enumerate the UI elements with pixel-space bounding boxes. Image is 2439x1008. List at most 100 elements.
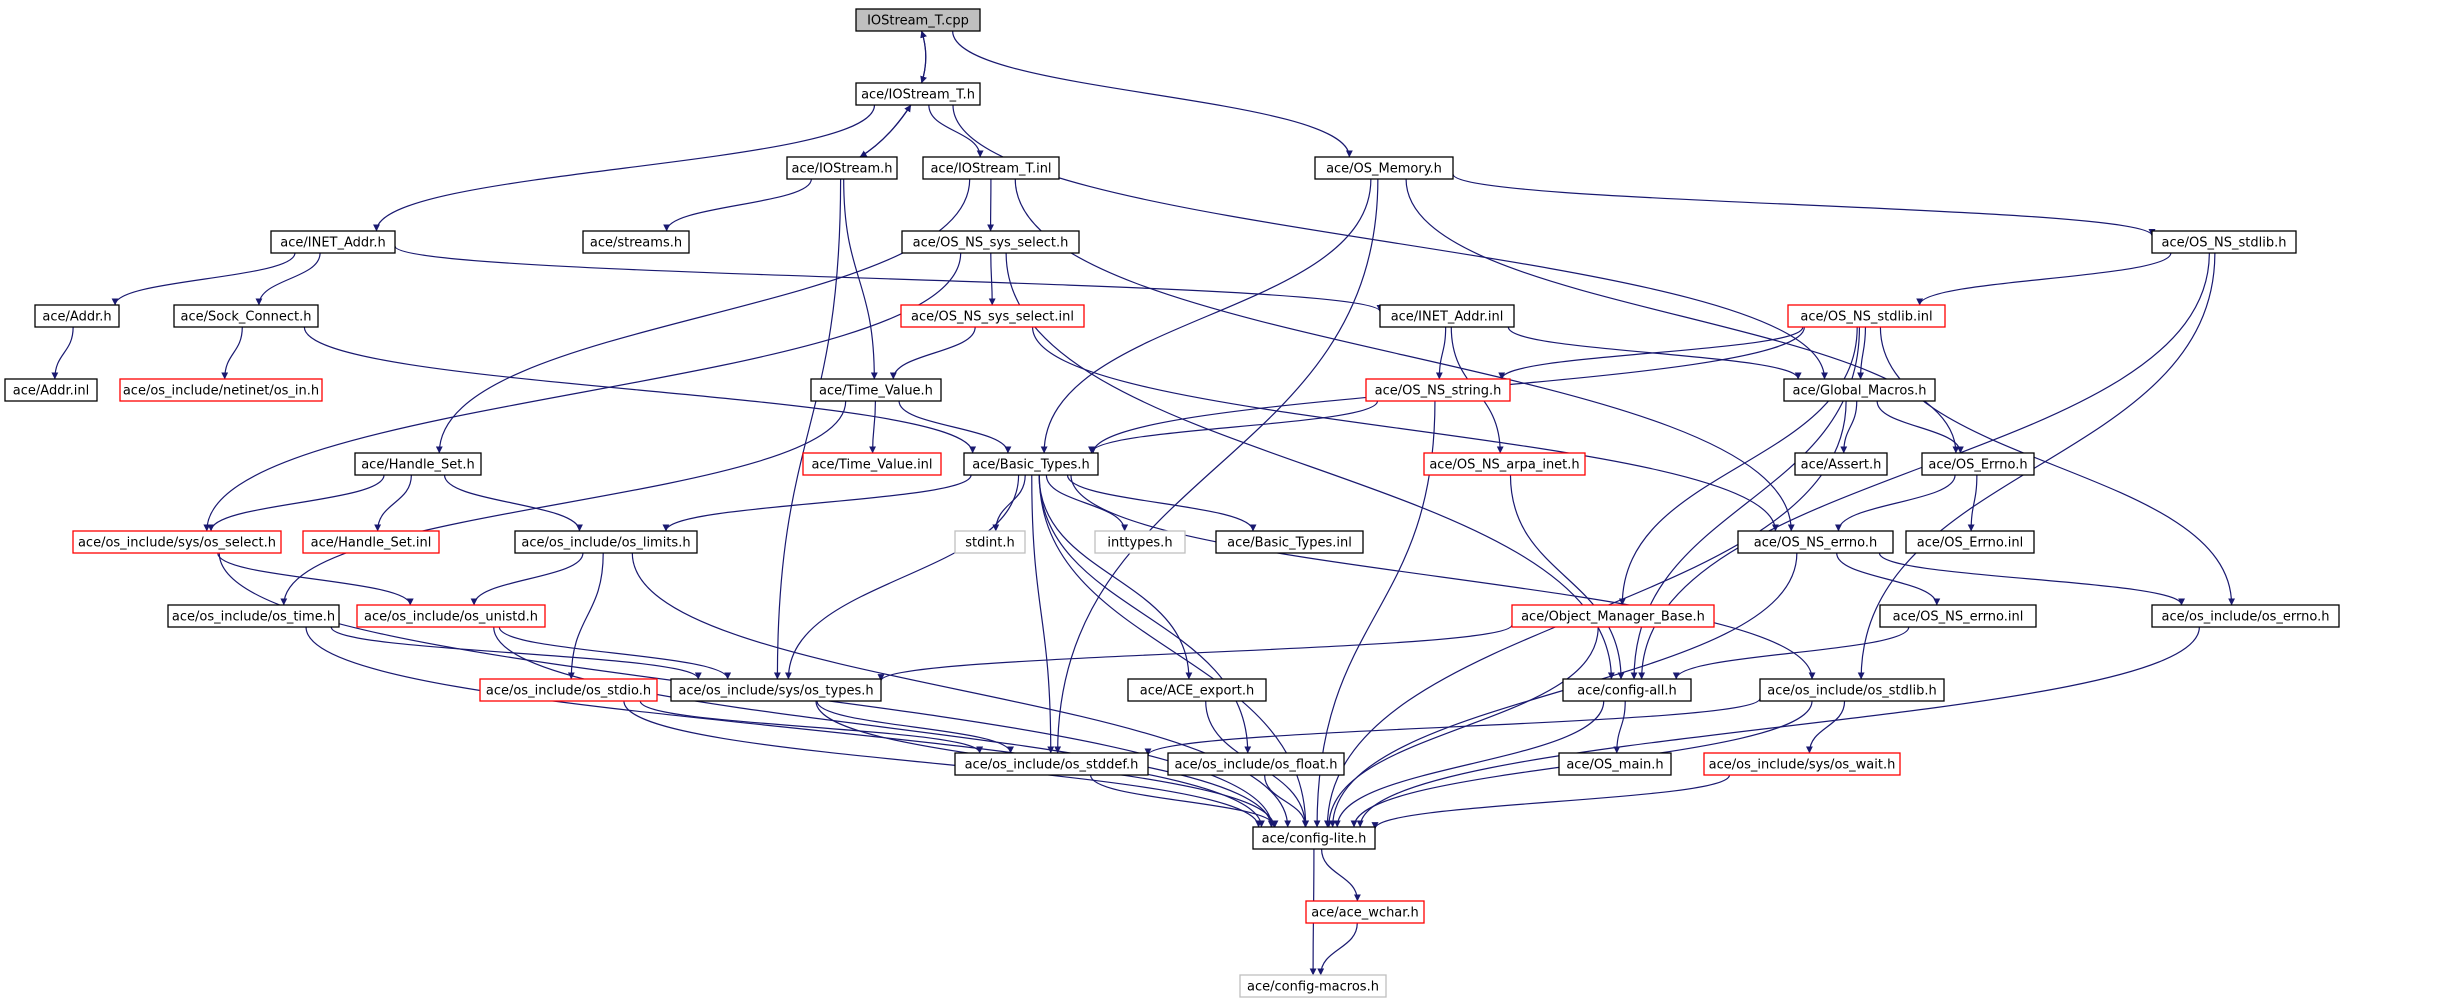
node-ace-os-ns-errno-h[interactable]: ace/OS_NS_errno.h [1737, 530, 1894, 554]
node-ace-os-memory-h[interactable]: ace/OS_Memory.h [1314, 156, 1454, 180]
edge-sys_os_wait-to-config_lite [1371, 774, 1731, 830]
node-ace-os-include-os-limits-h[interactable]: ace/os_include/os_limits.h [514, 530, 698, 554]
edge-os_errno_h-to-os_ns_errno_h [1834, 474, 1956, 532]
node-ace-addr-h[interactable]: ace/Addr.h [34, 304, 120, 328]
node-box [1511, 604, 1715, 628]
node-inttypes-h[interactable]: inttypes.h [1094, 530, 1186, 554]
node-label: ace/IOStream.h [792, 162, 893, 177]
node-ace-os-include-os-unistd-h[interactable]: ace/os_include/os_unistd.h [356, 604, 546, 628]
node-ace-os-main-h[interactable]: ace/OS_main.h [1558, 752, 1672, 776]
node-box [1737, 530, 1894, 554]
node-ace-os-ns-stdlib-inl[interactable]: ace/OS_NS_stdlib.inl [1787, 304, 1946, 328]
node-box [1365, 378, 1511, 402]
node-ace-ace-wchar-h[interactable]: ace/ace_wchar.h [1305, 900, 1425, 924]
node-ace-ace-export-h[interactable]: ace/ACE_export.h [1127, 678, 1267, 702]
node-ace-os-ns-sys-select-h[interactable]: ace/OS_NS_sys_select.h [901, 230, 1080, 254]
edge-basic_types_h-to-basic_types_inl [1066, 474, 1257, 532]
node-ace-os-include-netinet-os-in-h[interactable]: ace/os_include/netinet/os_in.h [119, 378, 323, 402]
node-ace-iostream-h[interactable]: ace/IOStream.h [786, 156, 898, 180]
edge-global_macros-to-assert_h [1840, 400, 1858, 454]
edge-inet_addr_h-to-inet_addr_inl [394, 245, 1384, 313]
edge-root-to-os_memory [952, 30, 1353, 158]
node-ace-os-include-os-float-h[interactable]: ace/os_include/os_float.h [1167, 752, 1345, 776]
node-ace-inet-addr-inl[interactable]: ace/INET_Addr.inl [1379, 304, 1515, 328]
edge-addr_h-to-addr_inl [51, 326, 74, 380]
edge-basic_types_h-to-sys_os_types [784, 474, 1020, 680]
edge-os_ns_errno_inl-to-config_all [1672, 626, 1910, 680]
node-ace-handle-set-inl[interactable]: ace/Handle_Set.inl [302, 530, 440, 554]
node-box [810, 378, 942, 402]
node-ace-os-include-sys-os-wait-h[interactable]: ace/os_include/sys/os_wait.h [1703, 752, 1901, 776]
node-ace-os-include-os-stdio-h[interactable]: ace/os_include/os_stdio.h [479, 678, 658, 702]
edge-basic_types_h-to-inttypes [1045, 474, 1129, 532]
node-ace-global-macros-h[interactable]: ace/Global_Macros.h [1783, 378, 1936, 402]
node-ace-os-errno-inl[interactable]: ace/OS_Errno.inl [1905, 530, 2035, 554]
node-ace-object-manager-base-h[interactable]: ace/Object_Manager_Base.h [1511, 604, 1715, 628]
node-label: ace/INET_Addr.inl [1391, 310, 1504, 325]
edge-os_ns_stdlib_h-to-os_ns_stdlib_inl [1916, 252, 2172, 306]
node-ace-time-value-inl[interactable]: ace/Time_Value.inl [802, 452, 942, 476]
node-ace-os-ns-errno-inl[interactable]: ace/OS_NS_errno.inl [1879, 604, 2037, 628]
node-box [479, 678, 658, 702]
node-label: ace/OS_NS_sys_select.inl [911, 310, 1074, 325]
node-ace-iostream-t-inl[interactable]: ace/IOStream_T.inl [922, 156, 1060, 180]
node-ace-basic-types-h[interactable]: ace/Basic_Types.h [963, 452, 1099, 476]
edge-basic_types_h-to-ace_export [1038, 474, 1193, 680]
node-ace-os-ns-stdlib-h[interactable]: ace/OS_NS_stdlib.h [2151, 230, 2297, 254]
node-ace-os-include-os-stddef-h[interactable]: ace/os_include/os_stddef.h [954, 752, 1149, 776]
node-box [302, 530, 440, 554]
node-box [2151, 230, 2297, 254]
node-ace-sock-connect-h[interactable]: ace/Sock_Connect.h [173, 304, 319, 328]
edge-object_manager_base-to-config_lite [1325, 626, 1599, 828]
node-ace-config-lite-h[interactable]: ace/config-lite.h [1252, 826, 1376, 850]
node-ace-time-value-h[interactable]: ace/Time_Value.h [810, 378, 942, 402]
node-ace-os-ns-sys-select-inl[interactable]: ace/OS_NS_sys_select.inl [900, 304, 1085, 328]
node-ace-os-ns-string-h[interactable]: ace/OS_NS_string.h [1365, 378, 1511, 402]
node-ace-iostream-t-h[interactable]: ace/IOStream_T.h [855, 82, 981, 106]
node-label: ace/Assert.h [1801, 458, 1882, 473]
node-label: ace/os_include/sys/os_select.h [78, 536, 276, 551]
node-stdint-h[interactable]: stdint.h [954, 530, 1026, 554]
node-box [1423, 452, 1586, 476]
node-ace-config-all-h[interactable]: ace/config-all.h [1562, 678, 1692, 702]
node-ace-basic-types-inl[interactable]: ace/Basic_Types.inl [1215, 530, 1364, 554]
node-label: ace/OS_NS_arpa_inet.h [1429, 458, 1579, 473]
edge-iostream_t_h-to-inet_addr_h [373, 104, 876, 232]
node-box [2151, 604, 2340, 628]
node-box [1094, 530, 1186, 554]
edge-os_ns_errno_h-to-os_ns_errno_inl [1836, 552, 1941, 606]
node-box [1787, 304, 1946, 328]
node-box [1215, 530, 1364, 554]
node-label: ace/OS_NS_stdlib.h [2162, 236, 2287, 251]
node-label: ace/os_include/sys/os_wait.h [1709, 758, 1896, 773]
node-box [1167, 752, 1345, 776]
node-ace-streams-h[interactable]: ace/streams.h [582, 230, 690, 254]
node-ace-os-include-os-time-h[interactable]: ace/os_include/os_time.h [167, 604, 340, 628]
node-label: ace/OS_Errno.h [1928, 458, 2027, 473]
node-ace-addr-inl[interactable]: ace/Addr.inl [4, 378, 98, 402]
node-label: ace/config-all.h [1577, 684, 1677, 699]
node-ace-os-include-sys-os-types-h[interactable]: ace/os_include/sys/os_types.h [670, 678, 882, 702]
node-ace-os-include-sys-os-select-h[interactable]: ace/os_include/sys/os_select.h [72, 530, 282, 554]
node-iostream-t-cpp[interactable]: IOStream_T.cpp [855, 8, 981, 32]
node-label: ace/Object_Manager_Base.h [1521, 610, 1705, 625]
node-ace-os-include-os-stdlib-h[interactable]: ace/os_include/os_stdlib.h [1759, 678, 1945, 702]
edge-os_stdio-to-config_lite [623, 700, 1263, 828]
edge-os_errno_h-to-os_errno_inl [1967, 474, 1978, 532]
node-ace-os-include-os-errno-h[interactable]: ace/os_include/os_errno.h [2151, 604, 2340, 628]
edge-time_value_h-to-basic_types_h [898, 400, 1012, 454]
edge-iostream_h-to-streams [663, 178, 812, 232]
node-ace-os-errno-h[interactable]: ace/OS_Errno.h [1921, 452, 2035, 476]
edge-basic_types_h-to-os_float [1038, 474, 1252, 754]
edge-os_stdlib-to-sys_os_wait [1805, 700, 1846, 754]
node-box [356, 604, 546, 628]
edge-os_memory-to-basic_types_h [1040, 178, 1372, 454]
node-ace-os-ns-arpa-inet-h[interactable]: ace/OS_NS_arpa_inet.h [1423, 452, 1586, 476]
node-ace-assert-h[interactable]: ace/Assert.h [1794, 452, 1888, 476]
node-label: ace/Addr.inl [13, 384, 89, 399]
node-box [4, 378, 98, 402]
node-ace-config-macros-h[interactable]: ace/config-macros.h [1239, 974, 1387, 998]
edge-os_stdlib-to-os_stddef [1144, 697, 1761, 756]
node-ace-inet-addr-h[interactable]: ace/INET_Addr.h [270, 230, 396, 254]
node-ace-handle-set-h[interactable]: ace/Handle_Set.h [354, 452, 482, 476]
